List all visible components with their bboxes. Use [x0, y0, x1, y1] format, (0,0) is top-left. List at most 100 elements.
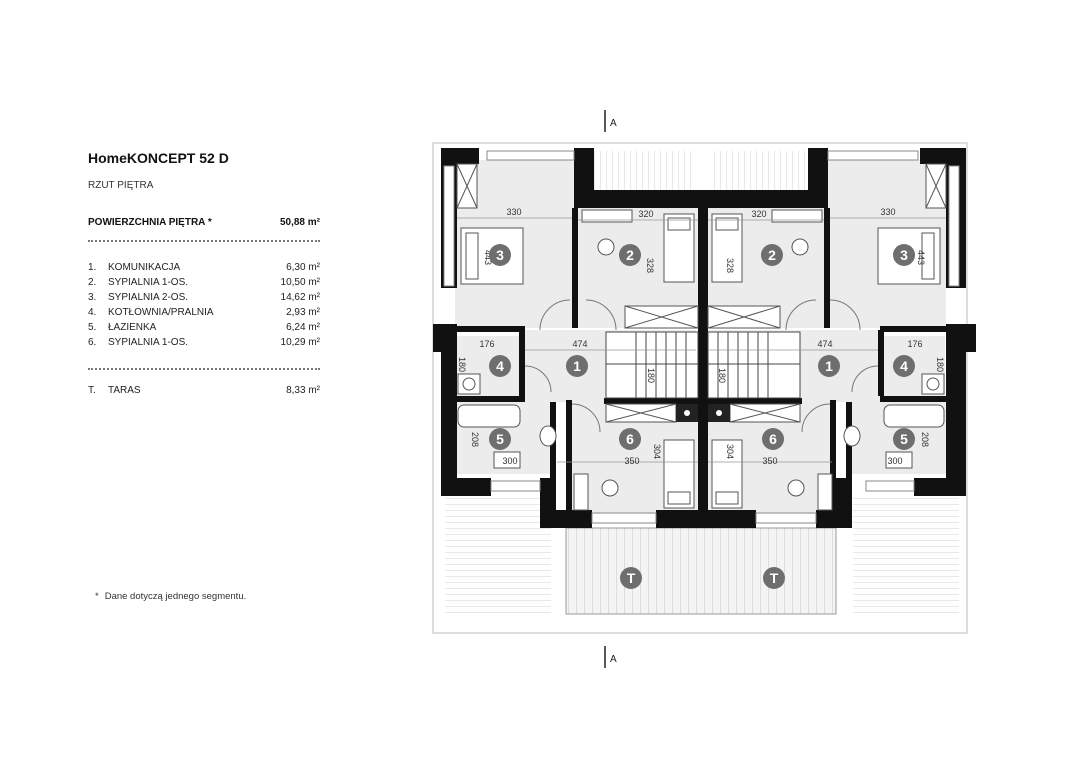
project-title: HomeKONCEPT 52 D — [88, 150, 229, 166]
total-area-value: 50,88 m² — [279, 217, 320, 228]
room-marker-2: 2 — [761, 244, 783, 266]
svg-text:4: 4 — [496, 358, 504, 374]
roof-eave — [709, 151, 809, 191]
room-marker-3: 3 — [489, 244, 511, 266]
room-name: ŁAZIENKA — [108, 322, 157, 333]
section-label: A — [610, 654, 617, 665]
dim-label: 350 — [624, 456, 639, 466]
room-area: 8,33 m² — [286, 385, 320, 396]
dim-label: 208 — [920, 432, 930, 447]
room-row: 4. KOTŁOWNIA/PRALNIA 2,93 m² — [88, 307, 320, 322]
wardrobes — [456, 163, 947, 423]
dim-label: 443 — [916, 250, 926, 265]
dim-label: 330 — [506, 207, 521, 217]
flues — [676, 404, 730, 422]
dim-label: 304 — [725, 444, 735, 459]
room-row: 6. SYPIALNIA 1-OS. 10,29 m² — [88, 337, 320, 352]
room-row: 1. KOMUNIKACJA 6,30 m² — [88, 262, 320, 277]
svg-text:3: 3 — [900, 247, 908, 263]
dotted-divider — [88, 368, 320, 370]
room-marker-1: 1 — [566, 355, 588, 377]
room-marker-2: 2 — [619, 244, 641, 266]
svg-text:6: 6 — [769, 431, 777, 447]
room-number: 2. — [88, 277, 97, 288]
svg-text:2: 2 — [626, 247, 634, 263]
room-marker-5: 5 — [893, 428, 915, 450]
section-marker-top: A — [604, 110, 617, 132]
dim-label: 328 — [725, 258, 735, 273]
room-name: KOMUNIKACJA — [108, 262, 181, 273]
roof-eave — [445, 498, 551, 618]
room-number: 5. — [88, 322, 97, 333]
total-area-label: POWIERZCHNIA PIĘTRA * — [88, 217, 212, 228]
dim-label: 180 — [717, 368, 727, 383]
footnote-text: Dane dotyczą jednego segmentu. — [104, 591, 247, 602]
dim-label: 180 — [935, 357, 945, 372]
room-area: 10,50 m² — [280, 277, 320, 288]
svg-text:4: 4 — [900, 358, 908, 374]
dim-label: 350 — [762, 456, 777, 466]
dotted-divider — [88, 240, 320, 242]
dim-label: 208 — [470, 432, 480, 447]
svg-text:5: 5 — [496, 431, 504, 447]
room-marker-5: 5 — [489, 428, 511, 450]
room-marker-1: 1 — [818, 355, 840, 377]
room-row: 2. SYPIALNIA 1-OS. 10,50 m² — [88, 277, 320, 292]
svg-text:3: 3 — [496, 247, 504, 263]
section-label: A — [610, 118, 617, 129]
room-marker-t: T — [763, 567, 785, 589]
footnote-star: * — [95, 591, 99, 602]
room-marker-t: T — [620, 567, 642, 589]
dimension-lines — [457, 217, 946, 463]
dim-label: 304 — [652, 444, 662, 459]
dim-label: 320 — [638, 209, 653, 219]
room-area: 6,30 m² — [286, 262, 320, 273]
room-name: SYPIALNIA 2-OS. — [108, 292, 189, 303]
dim-label: 300 — [502, 456, 517, 466]
room-area: 10,29 m² — [280, 337, 320, 348]
plan-subtitle: RZUT PIĘTRA — [88, 180, 154, 191]
bathroom-fixtures — [457, 373, 945, 469]
svg-text:1: 1 — [573, 358, 581, 374]
staircase — [605, 331, 801, 399]
roof-eave — [593, 151, 693, 191]
plan-frame — [432, 142, 968, 634]
room-list: 1. KOMUNIKACJA 6,30 m² 2. SYPIALNIA 1-OS… — [88, 262, 320, 352]
room-name: SYPIALNIA 1-OS. — [108, 277, 189, 288]
svg-text:5: 5 — [900, 431, 908, 447]
dim-label: 320 — [751, 209, 766, 219]
room-number: T. — [88, 385, 96, 396]
dim-label: 180 — [457, 357, 467, 372]
room-markers: 3 3 2 2 4 4 1 1 5 5 6 6 T T — [489, 244, 915, 589]
svg-text:6: 6 — [626, 431, 634, 447]
dim-label: 300 — [887, 456, 902, 466]
room-number: 6. — [88, 337, 97, 348]
dim-label: 443 — [483, 250, 493, 265]
total-area-row: POWIERZCHNIA PIĘTRA * 50,88 m² — [88, 217, 320, 228]
room-row: 5. ŁAZIENKA 6,24 m² — [88, 322, 320, 337]
section-marker-bottom: A — [604, 646, 617, 668]
room-number: 4. — [88, 307, 97, 318]
room-area: 14,62 m² — [280, 292, 320, 303]
room-number: 3. — [88, 292, 97, 303]
svg-text:T: T — [770, 570, 779, 586]
room-marker-6: 6 — [762, 428, 784, 450]
svg-text:T: T — [627, 570, 636, 586]
dim-label: 474 — [572, 339, 587, 349]
room-area: 6,24 m² — [286, 322, 320, 333]
dimension-labels: 330 330 443 443 320 320 328 328 474 474 … — [457, 207, 945, 466]
terrace — [565, 527, 837, 615]
dim-label: 176 — [907, 339, 922, 349]
dim-label: 328 — [645, 258, 655, 273]
dim-label: 180 — [646, 368, 656, 383]
room-name: KOTŁOWNIA/PRALNIA — [108, 307, 214, 318]
dim-label: 330 — [880, 207, 895, 217]
terrace-row: T. TARAS 8,33 m² — [88, 385, 320, 400]
room-name: TARAS — [108, 385, 141, 396]
windows — [443, 150, 960, 524]
door-swings — [524, 299, 879, 433]
svg-text:1: 1 — [825, 358, 833, 374]
dim-label: 474 — [817, 339, 832, 349]
room-row: 3. SYPIALNIA 2-OS. 14,62 m² — [88, 292, 320, 307]
